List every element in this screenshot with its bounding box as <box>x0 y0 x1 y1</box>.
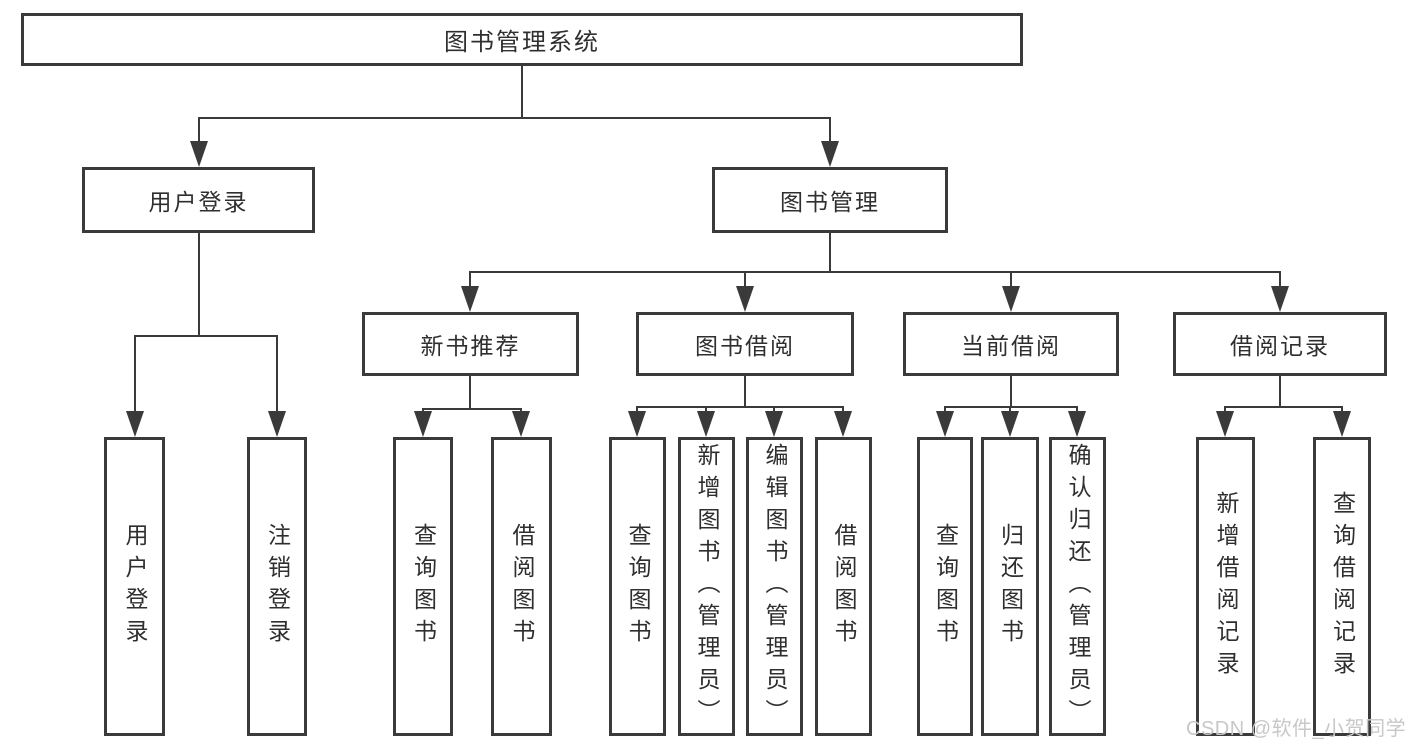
connector-line <box>829 233 831 273</box>
connector-line <box>134 335 278 337</box>
node-label: 当前借阅 <box>961 333 1061 359</box>
node-library-management-system: 图书管理系统 <box>21 13 1023 66</box>
node-borrow-records: 借阅记录 <box>1173 312 1387 376</box>
connector-line <box>521 66 523 119</box>
connector-line <box>744 376 746 408</box>
arrow-down-icon <box>736 286 754 312</box>
leaf-label: 归还图书 <box>997 522 1024 651</box>
arrow-down-icon <box>1216 411 1234 437</box>
leaf-query-books-recommend: 查询图书 <box>393 437 453 736</box>
arrow-down-icon <box>1333 411 1351 437</box>
node-book-borrow: 图书借阅 <box>636 312 854 376</box>
arrow-down-icon <box>1068 411 1086 437</box>
arrow-down-icon <box>126 411 144 437</box>
arrow-down-icon <box>268 411 286 437</box>
leaf-label: 新增图书（管理员） <box>694 442 720 731</box>
connector-line <box>198 233 200 336</box>
node-user-login: 用户登录 <box>82 167 315 233</box>
connector-line <box>636 406 844 408</box>
arrow-down-icon <box>821 141 839 167</box>
arrow-down-icon <box>1002 286 1020 312</box>
arrow-down-icon <box>936 411 954 437</box>
leaf-label: 用户登录 <box>122 522 148 651</box>
node-current-borrow: 当前借阅 <box>903 312 1119 376</box>
leaf-query-books-current: 查询图书 <box>917 437 973 736</box>
arrow-down-icon <box>697 411 715 437</box>
arrow-down-icon <box>1271 286 1289 312</box>
node-new-book-recommend: 新书推荐 <box>362 312 579 376</box>
leaf-add-book-admin: 新增图书（管理员） <box>678 437 735 736</box>
connector-line <box>1279 272 1281 292</box>
arrow-down-icon <box>414 411 432 437</box>
leaf-query-borrow-record: 查询借阅记录 <box>1313 437 1371 736</box>
leaf-borrow-books: 借阅图书 <box>815 437 872 736</box>
leaf-borrow-books-recommend: 借阅图书 <box>491 437 552 736</box>
connector-line <box>1224 406 1343 408</box>
arrow-down-icon <box>765 411 783 437</box>
leaf-logout: 注销登录 <box>247 437 307 736</box>
connector-line <box>1279 376 1281 408</box>
leaf-query-books-borrow: 查询图书 <box>609 437 666 736</box>
connector-line <box>1010 272 1012 292</box>
node-label: 新书推荐 <box>420 333 521 359</box>
connector-line <box>198 117 831 119</box>
leaf-edit-book-admin: 编辑图书（管理员） <box>746 437 803 736</box>
leaf-confirm-return-admin: 确认归还（管理员） <box>1049 437 1106 736</box>
node-label: 图书管理 <box>780 189 880 215</box>
leaf-return-book: 归还图书 <box>981 437 1039 736</box>
arrow-down-icon <box>834 411 852 437</box>
arrow-down-icon <box>1001 411 1019 437</box>
arrow-down-icon <box>628 411 646 437</box>
connector-line <box>469 272 471 292</box>
leaf-user-login: 用户登录 <box>104 437 165 736</box>
connector-line <box>469 271 1281 273</box>
connector-line <box>134 336 136 417</box>
connector-line <box>944 406 1078 408</box>
connector-line <box>422 408 522 410</box>
leaf-add-borrow-record: 新增借阅记录 <box>1196 437 1255 736</box>
connector-line <box>1010 376 1012 408</box>
connector-line <box>198 118 200 147</box>
arrow-down-icon <box>190 141 208 167</box>
node-label: 借阅记录 <box>1230 333 1330 359</box>
leaf-label: 借阅图书 <box>831 522 857 651</box>
node-label: 用户登录 <box>148 189 249 215</box>
leaf-label: 查询图书 <box>625 522 651 651</box>
csdn-watermark: CSDN @软件_小贺同学 <box>1186 718 1405 740</box>
leaf-label: 查询图书 <box>932 522 959 651</box>
leaf-label: 查询图书 <box>410 522 437 651</box>
leaf-label: 编辑图书（管理员） <box>762 442 788 731</box>
node-label: 图书借阅 <box>695 333 795 359</box>
node-book-management: 图书管理 <box>712 167 948 233</box>
leaf-label: 借阅图书 <box>509 522 535 651</box>
leaf-label: 确认归还（管理员） <box>1065 442 1091 731</box>
connector-line <box>276 336 278 417</box>
leaf-label: 注销登录 <box>264 522 291 651</box>
leaf-label: 新增借阅记录 <box>1213 490 1239 683</box>
arrow-down-icon <box>512 411 530 437</box>
leaf-label: 查询借阅记录 <box>1329 490 1356 683</box>
connector-line <box>744 272 746 292</box>
arrow-down-icon <box>461 286 479 312</box>
connector-line <box>829 118 831 147</box>
node-label: 图书管理系统 <box>444 29 600 56</box>
connector-line <box>469 376 471 410</box>
